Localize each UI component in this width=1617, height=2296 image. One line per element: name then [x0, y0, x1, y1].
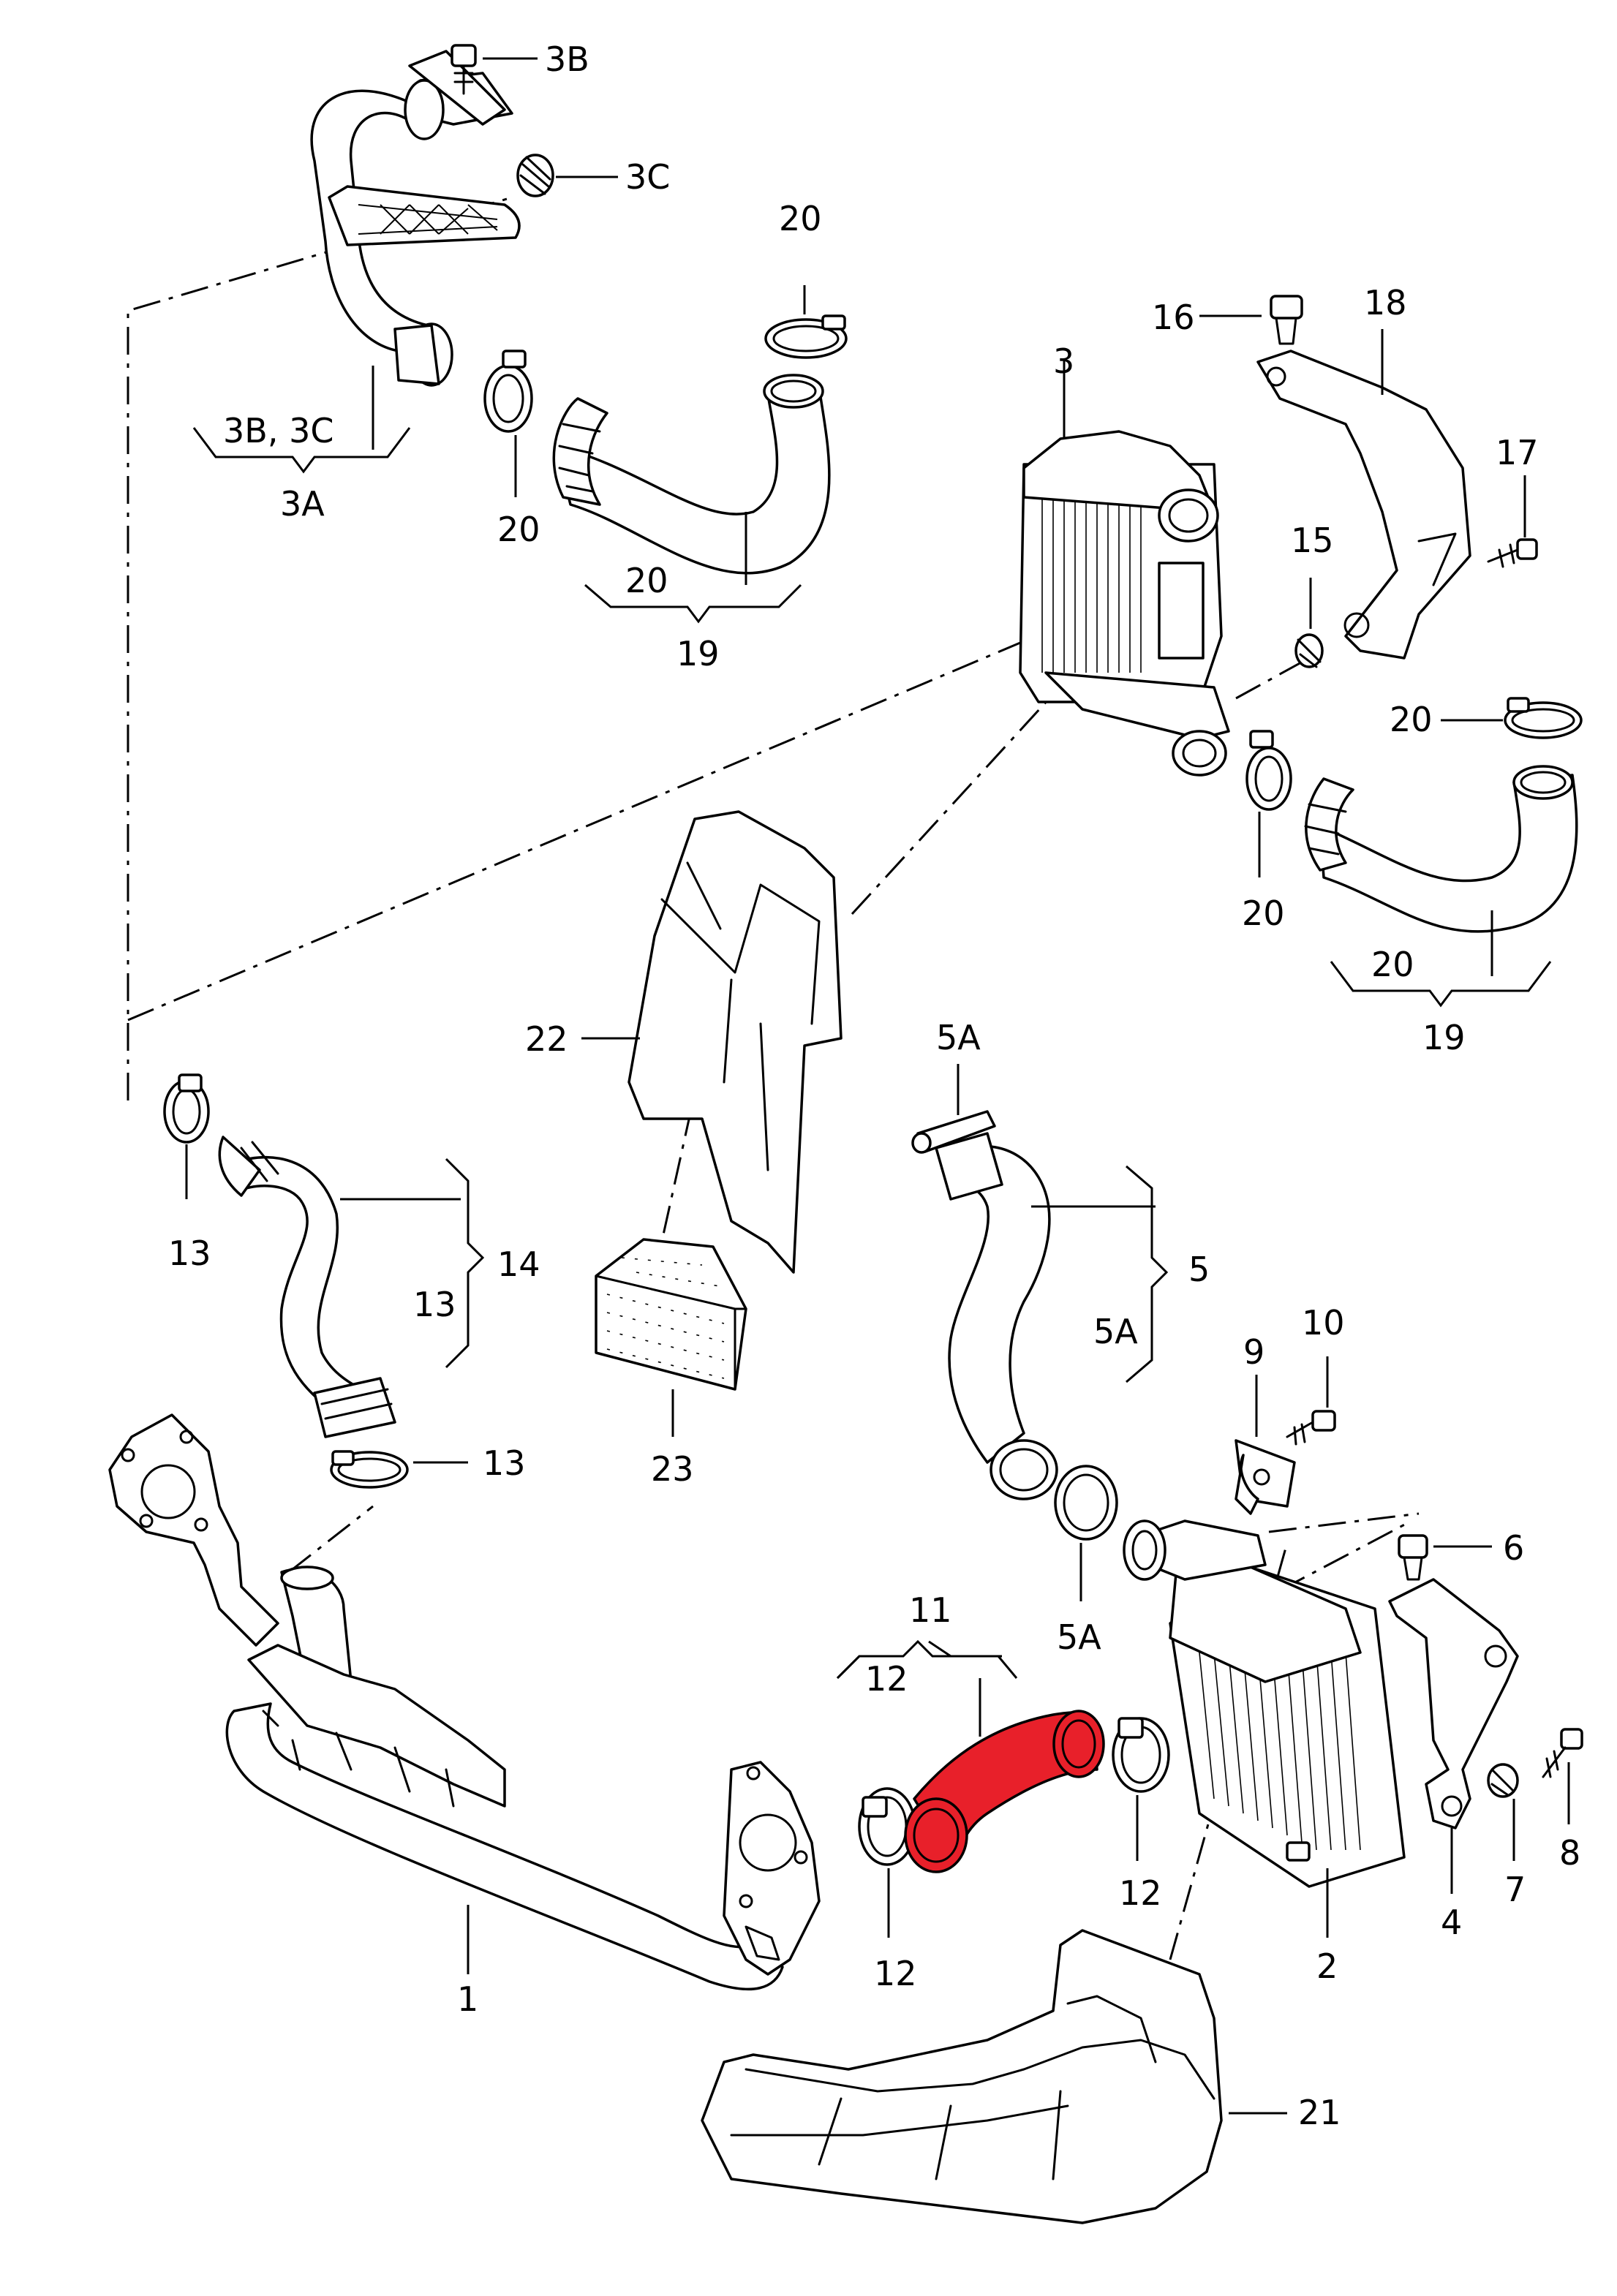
label-8: 8 — [1559, 1833, 1580, 1873]
label-1: 1 — [457, 1979, 478, 2019]
label-20-top-clamp-left: 20 — [497, 510, 540, 549]
part-11-highlighted-hose — [836, 1639, 1105, 1873]
label-3c: 3C — [625, 157, 670, 197]
clamp-12-left — [858, 1787, 916, 1938]
part-16-nut — [1199, 295, 1303, 345]
label-9: 9 — [1243, 1332, 1264, 1372]
label-13-clamp-bottom: 13 — [483, 1443, 526, 1483]
part-18-bracket — [1256, 329, 1471, 660]
part-8-bolt — [1542, 1728, 1583, 1824]
label-20-right-clamp: 20 — [1390, 700, 1433, 739]
part-3b-bolt — [451, 44, 538, 95]
part-7-grommet — [1487, 1763, 1519, 1861]
label-11: 11 — [909, 1590, 952, 1630]
part-9-sensor — [1235, 1375, 1296, 1515]
part-1-pipe — [108, 1413, 821, 1991]
label-20-right-brace: 20 — [1371, 945, 1414, 984]
label-6: 6 — [1503, 1528, 1524, 1568]
part-3a-upper-pipe — [310, 50, 521, 387]
part-19-hose-top — [552, 374, 831, 624]
label-3b: 3B — [545, 39, 589, 79]
label-3a: 3A — [280, 484, 325, 524]
label-22: 22 — [525, 1019, 568, 1059]
label-5a-brace: 5A — [1093, 1312, 1138, 1351]
label-14: 14 — [497, 1245, 540, 1284]
callout-labels: 3B 3C 3B, 3C 3A 20 20 20 19 3 16 18 17 1… — [168, 39, 1580, 2132]
part-17-bolt — [1487, 475, 1538, 568]
label-12-left: 12 — [874, 1954, 917, 1993]
clamp-12-right — [1112, 1717, 1170, 1861]
part-2-intercooler — [1123, 1519, 1406, 1938]
clamp-5a-top — [911, 1064, 996, 1154]
part-21-shield — [701, 1929, 1287, 2224]
label-5: 5 — [1188, 1250, 1210, 1289]
clamp-5a-bottom — [1054, 1465, 1118, 1601]
clamp-20-right-left — [1245, 730, 1292, 877]
part-4-bracket — [1388, 1578, 1519, 1894]
label-3: 3 — [1053, 341, 1074, 381]
label-15: 15 — [1291, 521, 1334, 560]
label-18: 18 — [1364, 283, 1407, 322]
label-16: 16 — [1152, 298, 1195, 337]
label-19-top: 19 — [676, 634, 720, 673]
label-7: 7 — [1504, 1870, 1526, 1909]
label-20-top-brace: 20 — [625, 561, 668, 600]
label-2: 2 — [1316, 1946, 1338, 1986]
clamp-13-bottom — [330, 1450, 468, 1489]
label-23: 23 — [651, 1449, 694, 1489]
part-5-hose — [935, 1132, 1169, 1500]
clamp-20-right-right — [1441, 697, 1583, 739]
clamp-20-top-left — [483, 350, 533, 497]
brace-3a — [192, 366, 411, 474]
label-17: 17 — [1496, 433, 1539, 472]
label-5a-top: 5A — [936, 1018, 981, 1057]
part-19-hose-right — [1304, 765, 1578, 1008]
part-14-hose — [218, 1136, 485, 1438]
clamp-13-top — [163, 1073, 210, 1199]
label-13-brace: 13 — [413, 1285, 456, 1324]
part-3c-nut — [516, 154, 618, 197]
part-23-foam-block — [595, 1238, 747, 1437]
part-3-intercooler-top — [1019, 358, 1230, 777]
label-20-top-clamp-right: 20 — [779, 199, 822, 238]
part-10-bolt — [1286, 1356, 1336, 1446]
part-6-nut — [1398, 1534, 1492, 1581]
part-22-shield — [581, 810, 843, 1274]
label-13-clamp-top: 13 — [168, 1234, 211, 1273]
label-3b-3c: 3B, 3C — [223, 411, 333, 450]
clamp-20-top-right — [764, 285, 848, 359]
label-5a-bottom: 5A — [1057, 1617, 1101, 1657]
label-4: 4 — [1441, 1903, 1462, 1942]
label-19-right: 19 — [1422, 1018, 1466, 1057]
label-21: 21 — [1298, 2093, 1341, 2132]
label-12-right: 12 — [1119, 1873, 1162, 1913]
label-10: 10 — [1302, 1303, 1345, 1343]
label-20-right-clamp-left: 20 — [1242, 894, 1285, 933]
part-15-grommet — [1294, 578, 1324, 668]
label-12-brace: 12 — [865, 1659, 908, 1699]
